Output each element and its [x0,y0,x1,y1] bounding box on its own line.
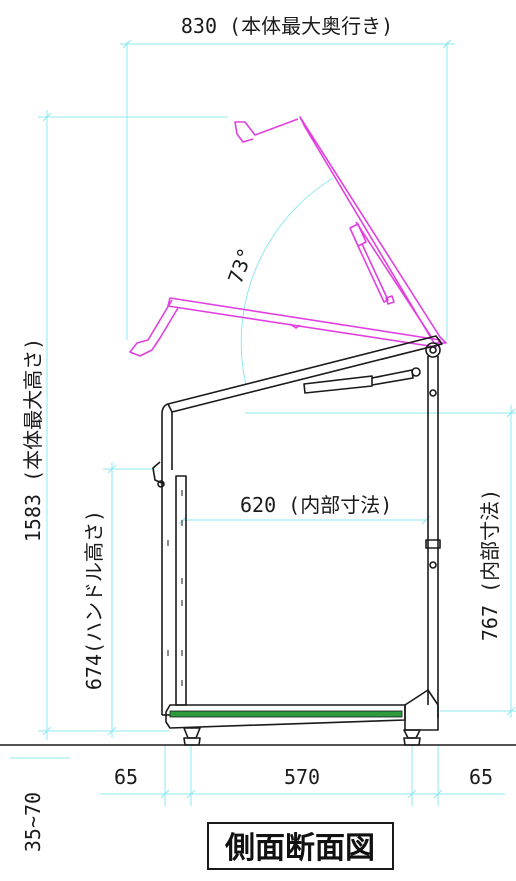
depth-total-label: 830 (本体最大奥行き) [181,14,393,38]
leg-adjust-label: 35~70 [21,792,45,852]
body-frame [152,335,443,746]
angle-label: 73° [223,245,258,287]
dimension-lines [10,42,516,806]
caption-box [207,822,394,870]
caption-text: 側面断面図 [224,831,375,866]
height-total-label: 1583 (本体最大高さ) [21,338,45,542]
open-lid-outline [129,116,447,357]
inner-width-label: 620 (内部寸法) [240,493,392,517]
dimension-ticks [42,39,516,799]
foot-left-label: 65 [114,765,138,789]
inner-height-label: 767 (内部寸法) [478,489,502,641]
base-width-label: 570 [284,765,320,789]
front-post-holes [167,490,183,686]
handle-height-label: 674(ハンドル高さ) [82,510,106,690]
foot-right-label: 65 [469,765,493,789]
floor-plate [169,710,403,718]
